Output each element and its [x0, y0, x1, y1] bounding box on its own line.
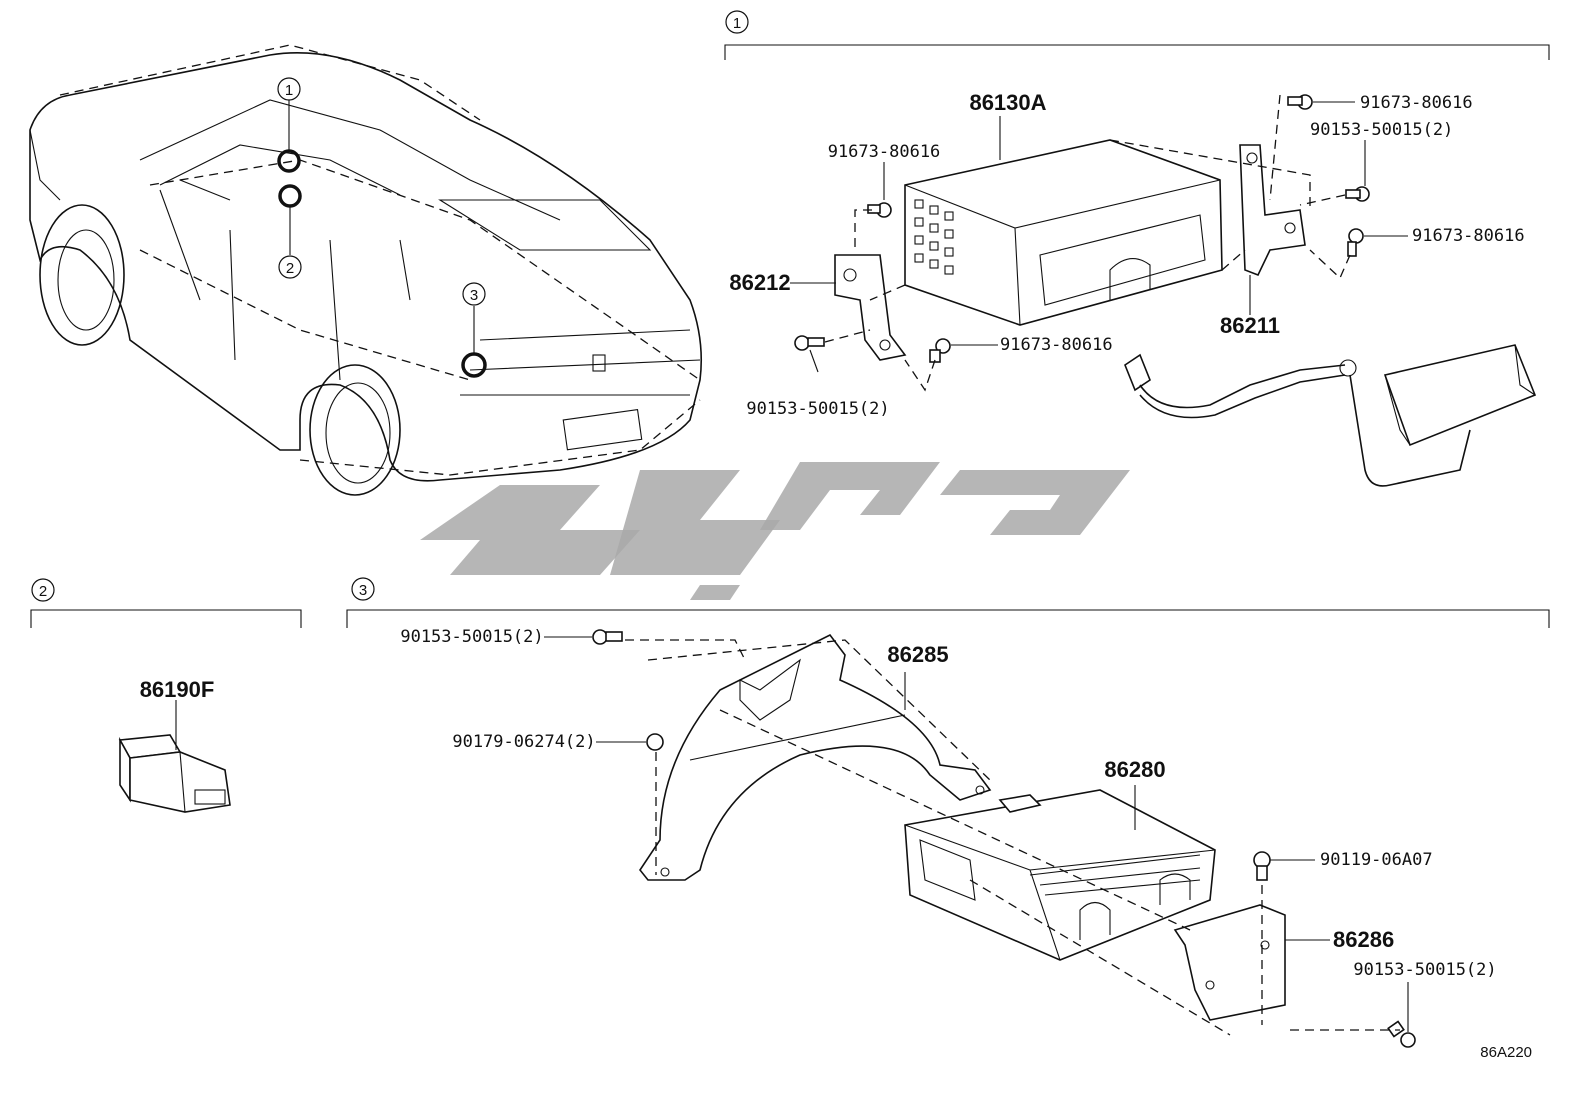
- label-86130A: 86130A: [969, 90, 1046, 115]
- diagram-code: 86A220: [1480, 1044, 1532, 1061]
- label-bolt-bottom-left: 90153-50015(2): [746, 399, 889, 419]
- label-bolt-top-right-1: 91673-80616: [1360, 93, 1473, 113]
- section-3-marker: [351, 577, 375, 601]
- section-1-marker: [725, 10, 749, 34]
- label-bolt-top-right-2: 90153-50015(2): [1310, 120, 1453, 140]
- section-3-number: 3: [359, 582, 367, 599]
- label-bolt-right-top: 90119-06A07: [1320, 850, 1433, 870]
- antenna-cable: [1124, 344, 1537, 487]
- label-86190F: 86190F: [140, 677, 215, 702]
- bolt-icon: [794, 94, 1370, 363]
- sensor-86190F: [118, 734, 231, 813]
- label-bolt-bottom-center: 91673-80616: [1000, 335, 1113, 355]
- car-callout-2: 2: [286, 260, 294, 277]
- label-bolt-top-left: 91673-80616: [828, 142, 941, 162]
- bolt-icon: [592, 629, 1416, 1048]
- label-bolt-right-bottom: 90153-50015(2): [1353, 960, 1496, 980]
- section-2-marker: [31, 578, 55, 602]
- car-callout-3: 3: [470, 287, 478, 304]
- section-1: 1 86130A 86212: [724, 10, 1550, 487]
- bracket-86285: [639, 633, 992, 881]
- bracket-86286: [1173, 904, 1286, 1021]
- section-2-number: 2: [39, 583, 47, 600]
- section-2: 2 86190F: [30, 578, 302, 813]
- module-86280: [904, 789, 1216, 961]
- watermark-logo: [420, 462, 1130, 600]
- section-1-number: 1: [733, 15, 741, 32]
- label-86211: 86211: [1220, 313, 1280, 338]
- bracket-86212: [834, 254, 907, 361]
- label-86212: 86212: [729, 270, 790, 295]
- vehicle-illustration: 1 2 3: [29, 44, 702, 496]
- label-bolt-right: 91673-80616: [1412, 226, 1525, 246]
- label-bolt-top: 90153-50015(2): [400, 627, 543, 647]
- label-nut: 90179-06274(2): [452, 732, 595, 752]
- label-86280: 86280: [1104, 757, 1165, 782]
- car-callout-1: 1: [285, 82, 293, 99]
- section-3: 3 86285 86280 8: [346, 577, 1550, 1048]
- bracket-86211: [1239, 144, 1306, 277]
- label-86285: 86285: [887, 642, 948, 667]
- label-86286: 86286: [1333, 927, 1394, 952]
- unit-86130A: [904, 139, 1223, 326]
